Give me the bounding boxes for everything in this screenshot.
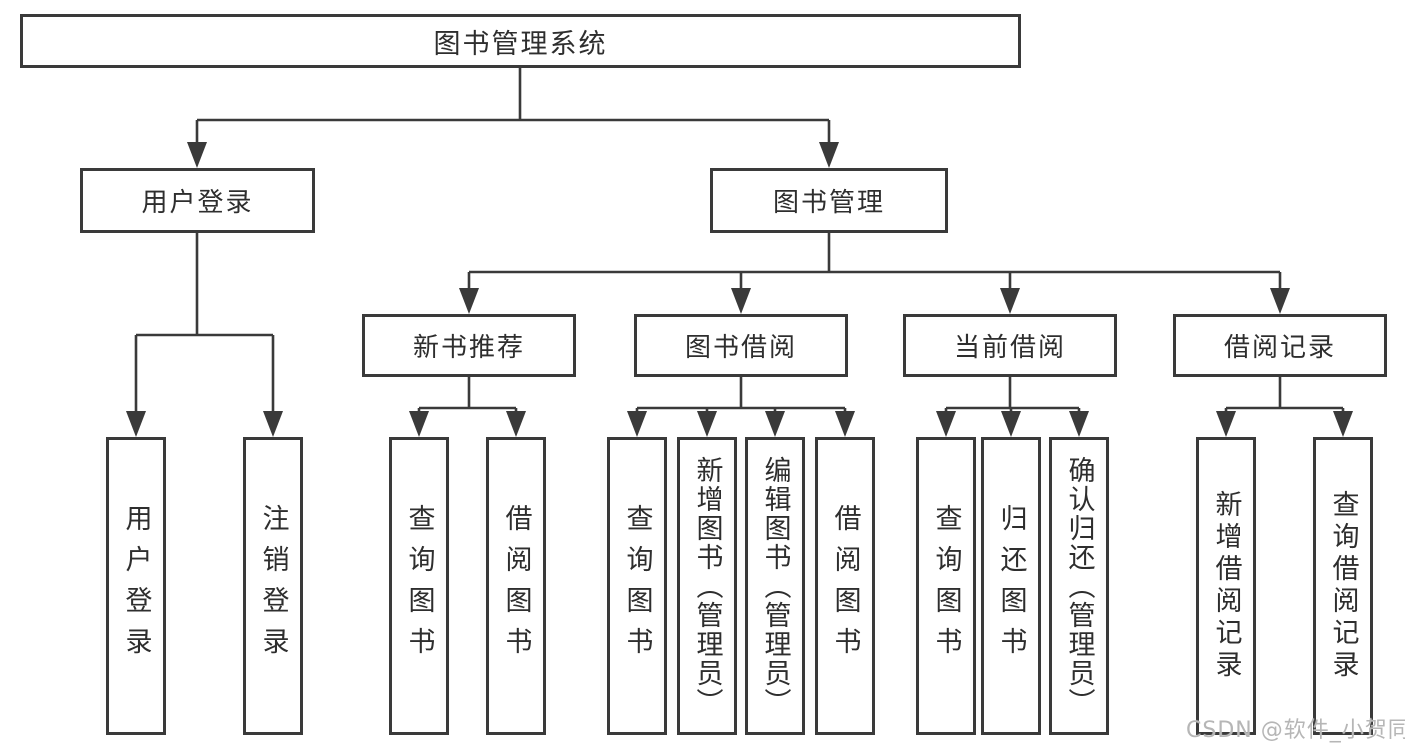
leaf-logout-login: 注销登录	[243, 437, 303, 735]
leaf-borrowing-borrow-books: 借阅图书	[815, 437, 875, 735]
arrowheads	[126, 142, 1353, 437]
node-current-borrowing: 当前借阅	[903, 314, 1117, 377]
leaf-borrowing-query-books: 查询图书	[607, 437, 667, 735]
leaf-user-login: 用户登录	[106, 437, 166, 735]
leaf-current-query-books: 查询图书	[916, 437, 976, 735]
leaf-current-confirm-return-admin: 确认归还（管理员）	[1049, 437, 1109, 735]
leaf-current-return-books: 归还图书	[981, 437, 1041, 735]
node-book-borrowing: 图书借阅	[634, 314, 848, 377]
node-root-library-management-system: 图书管理系统	[20, 14, 1021, 68]
leaf-borrowing-add-books-admin: 新增图书（管理员）	[677, 437, 737, 735]
node-borrowing-records: 借阅记录	[1173, 314, 1387, 377]
csdn-watermark: CSDN @软件_小贺同学	[1186, 718, 1405, 743]
node-new-book-recommend: 新书推荐	[362, 314, 576, 377]
leaf-records-query-record: 查询借阅记录	[1313, 437, 1373, 735]
leaf-recommend-query-books: 查询图书	[389, 437, 449, 735]
leaf-borrowing-edit-books-admin: 编辑图书（管理员）	[745, 437, 805, 735]
node-user-login: 用户登录	[80, 168, 315, 233]
leaf-records-add-record: 新增借阅记录	[1196, 437, 1256, 735]
leaf-recommend-borrow-books: 借阅图书	[486, 437, 546, 735]
node-book-management: 图书管理	[710, 168, 948, 233]
